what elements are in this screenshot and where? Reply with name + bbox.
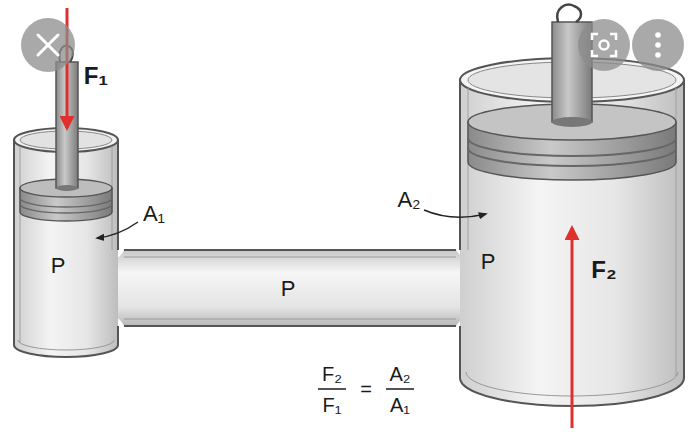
pressure-label: P	[281, 278, 296, 300]
small-cylinder	[18, 340, 114, 350]
large-piston	[468, 138, 676, 166]
connecting-tube	[124, 250, 456, 326]
area-leader-a2	[424, 210, 486, 217]
close-button	[38, 35, 58, 55]
fraction-bar	[318, 388, 346, 390]
lens-button	[578, 19, 630, 71]
connecting-tube	[112, 250, 468, 326]
formula-term: A₁	[390, 395, 410, 415]
pressure-label: P	[51, 255, 66, 277]
formula-term: F₂	[322, 364, 342, 384]
close-button	[21, 18, 75, 72]
lens-button	[592, 34, 616, 56]
area-label: A₂	[397, 189, 420, 211]
area-leader-a1	[97, 222, 138, 238]
connecting-tube	[124, 257, 456, 319]
pressure-label: P	[481, 251, 496, 273]
force-arrow-f2	[571, 228, 574, 428]
menu-button	[655, 52, 661, 58]
close-button	[21, 18, 75, 72]
area-label: A₁	[143, 203, 165, 225]
lens-button	[578, 19, 630, 71]
force-arrow-f2	[572, 228, 573, 428]
formula-sign: =	[360, 379, 372, 399]
formula-term: A₂	[389, 364, 410, 384]
area-leader-a1	[97, 222, 138, 238]
menu-button	[632, 19, 684, 71]
formula-term: F₁	[323, 395, 342, 415]
fraction-bar	[386, 388, 414, 390]
menu-button	[632, 19, 684, 71]
small-piston	[56, 185, 78, 191]
small-piston	[20, 198, 112, 213]
menu-button	[655, 42, 661, 48]
menu-button	[655, 32, 661, 38]
large-piston	[552, 117, 592, 127]
force-label: F₁	[84, 64, 109, 88]
area-leader-a2	[424, 210, 486, 217]
large-piston	[557, 5, 581, 22]
force-label: F₂	[591, 258, 616, 282]
connecting-tube	[112, 250, 468, 326]
lens-button	[600, 41, 609, 50]
